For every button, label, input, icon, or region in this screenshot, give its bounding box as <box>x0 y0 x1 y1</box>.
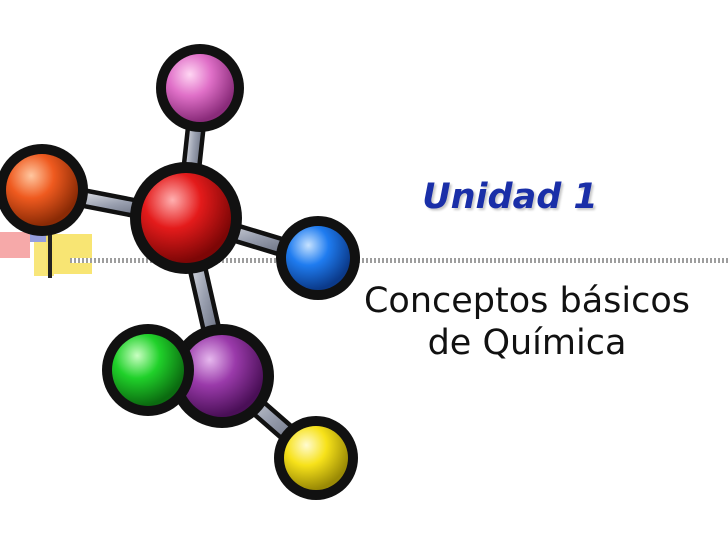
slide-subtitle: Conceptos básicos de Química <box>352 280 702 364</box>
subtitle-line-2: de Química <box>427 323 627 363</box>
atom-orange <box>0 144 88 236</box>
atom-green <box>102 324 194 416</box>
divider-line <box>70 258 728 263</box>
atom-purple <box>170 324 274 428</box>
molecule-illustration <box>0 44 360 500</box>
atom-blue <box>276 216 360 300</box>
slide-title: Unidad 1 <box>404 178 616 217</box>
decorative-accent-squares <box>0 220 92 278</box>
atom-red <box>130 162 242 274</box>
subtitle-line-1: Conceptos básicos <box>363 281 691 321</box>
atom-yellow <box>274 416 358 500</box>
atom-pink <box>156 44 244 132</box>
